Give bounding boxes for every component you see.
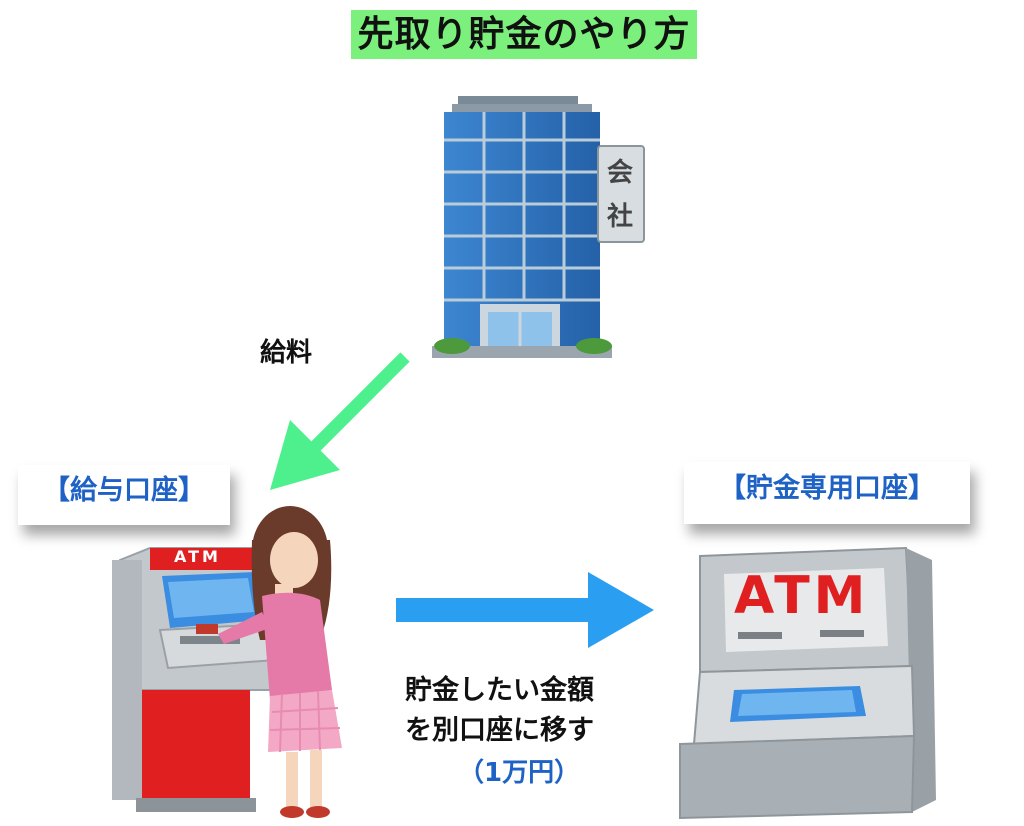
transfer-label-line-1: 貯金したい金額 bbox=[405, 675, 594, 706]
diagram-title: 先取り貯金のやり方 bbox=[351, 10, 697, 59]
salary-atm-sign: ATM bbox=[174, 547, 221, 566]
salary-edge-label: 給料 bbox=[260, 338, 313, 368]
salary-account-label: 【給与口座】 bbox=[18, 465, 230, 525]
transfer-amount: （1万円） bbox=[458, 758, 581, 788]
company-sign-char-1: 会 bbox=[607, 158, 634, 188]
savings-account-label: 【貯金専用口座】 bbox=[684, 462, 970, 524]
company-sign-char-2: 社 bbox=[607, 202, 634, 232]
savings-atm-sign: ATM bbox=[734, 566, 870, 626]
transfer-label-line-2: を別口座に移す bbox=[405, 715, 594, 746]
